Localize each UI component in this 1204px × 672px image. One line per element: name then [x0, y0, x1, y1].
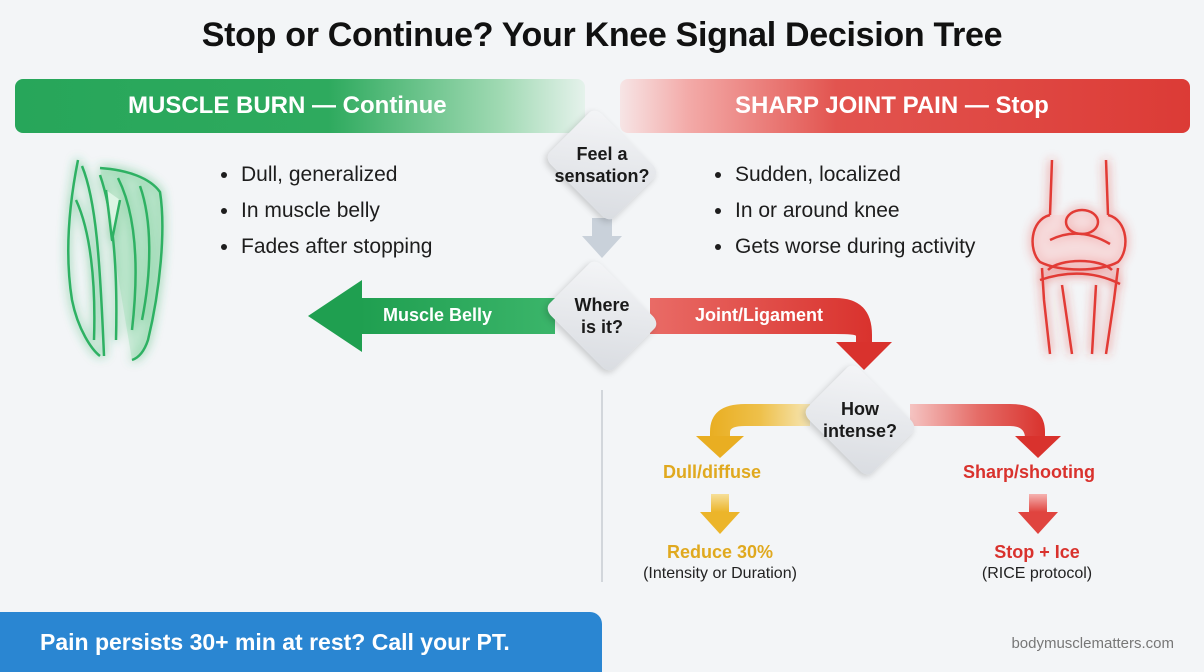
sharp-shooting-arrow	[910, 404, 1061, 458]
node-text-line: is it?	[580, 317, 623, 337]
node-text-line: How	[840, 399, 879, 419]
outcome-stop-title: Stop + Ice	[994, 542, 1080, 562]
list-item: Dull, generalized	[221, 157, 432, 193]
stop-down-arrow	[1018, 494, 1058, 534]
node-text-line: intense?	[822, 421, 897, 441]
outcome-reduce: Reduce 30% (Intensity or Duration)	[610, 542, 830, 583]
reduce-down-arrow	[700, 494, 740, 534]
outcome-reduce-note: (Intensity or Duration)	[643, 565, 797, 582]
footer-callout: Pain persists 30+ min at rest? Call your…	[0, 612, 602, 672]
muscle-belly-label: Muscle Belly	[383, 305, 493, 325]
list-item: In or around knee	[715, 193, 975, 229]
list-item: Gets worse during activity	[715, 229, 975, 265]
node-text-line: Where	[574, 295, 630, 315]
muscle-burn-bullets: Dull, generalized In muscle belly Fades …	[221, 157, 432, 265]
page-title: Stop or Continue? Your Knee Signal Decis…	[201, 16, 1003, 54]
outcome-stop-note: (RICE protocol)	[981, 565, 1093, 582]
node-text-line: Feel a	[576, 144, 628, 164]
joint-ligament-label: Joint/Ligament	[695, 305, 824, 325]
muscle-icon	[66, 159, 164, 362]
list-item: In muscle belly	[221, 193, 432, 229]
outcome-stop: Stop + Ice (RICE protocol)	[927, 542, 1147, 583]
outcome-reduce-title: Reduce 30%	[666, 542, 774, 562]
joint-pain-banner: SHARP JOINT PAIN — Stop	[620, 79, 1190, 133]
dull-diffuse-label: Dull/diffuse	[663, 462, 761, 482]
list-item: Sudden, localized	[715, 157, 975, 193]
joint-ligament-arrow	[650, 298, 892, 370]
node-text-line: sensation?	[554, 166, 650, 186]
muscle-belly-arrow	[308, 280, 555, 352]
muscle-burn-label: MUSCLE BURN — Continue	[128, 92, 447, 119]
dull-diffuse-arrow	[696, 404, 810, 458]
joint-pain-bullets: Sudden, localized In or around knee Gets…	[715, 157, 975, 265]
joint-pain-label: SHARP JOINT PAIN — Stop	[735, 92, 1049, 119]
site-credit: bodymusclematters.com	[1011, 635, 1174, 652]
muscle-burn-banner: MUSCLE BURN — Continue	[15, 79, 585, 133]
footer-text: Pain persists 30+ min at rest? Call your…	[40, 628, 510, 655]
down-arrow-q1-q2	[582, 218, 622, 258]
knee-joint-icon	[1031, 159, 1127, 355]
sharp-shooting-label: Sharp/shooting	[963, 462, 1095, 482]
list-item: Fades after stopping	[221, 229, 432, 265]
